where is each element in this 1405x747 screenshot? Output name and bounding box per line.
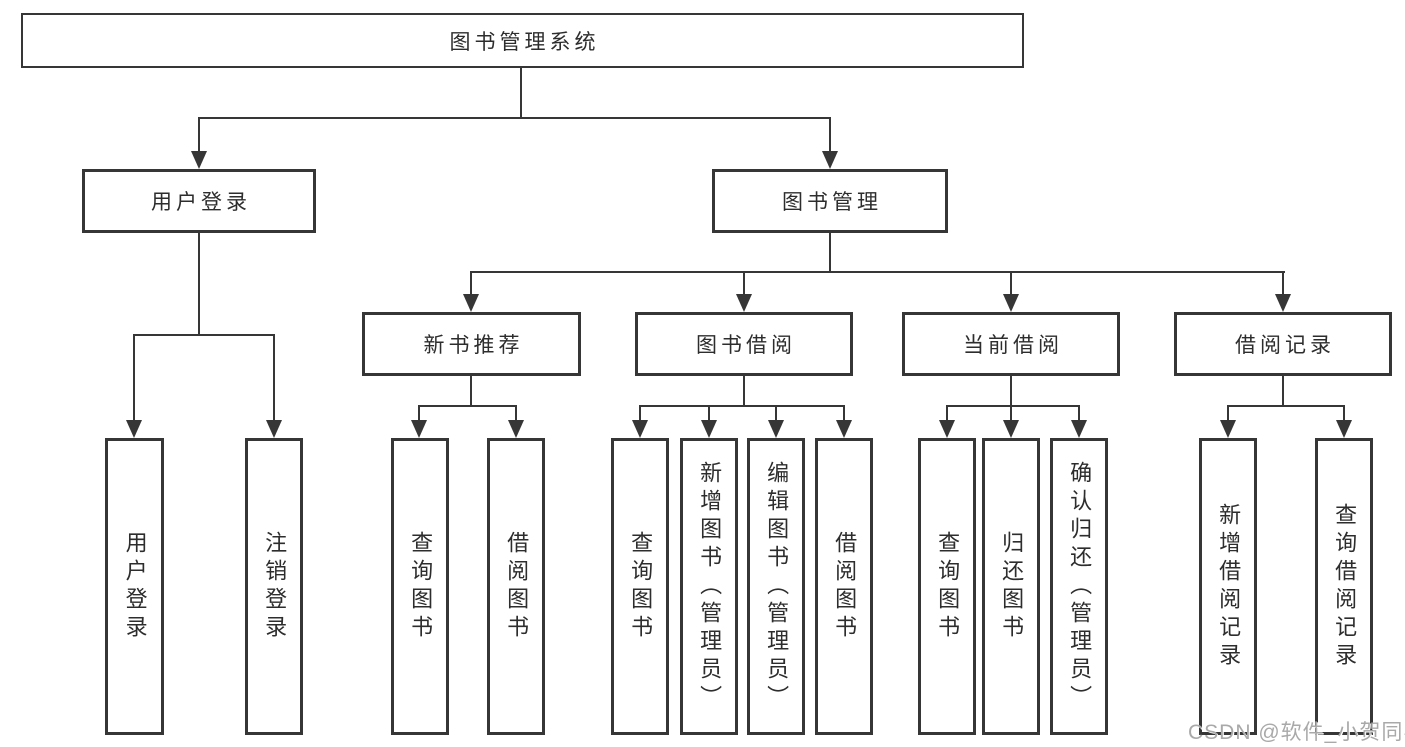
node-label: 新书推荐 bbox=[423, 334, 524, 357]
arrow-down-icon bbox=[736, 294, 752, 312]
connector-line bbox=[1227, 405, 1345, 407]
node-label: 新增图书（管理员） bbox=[697, 460, 723, 713]
node-library-system: 图书管理系统 bbox=[21, 13, 1024, 68]
connector-line bbox=[418, 405, 420, 420]
leaf-logout: 注销登录 bbox=[245, 438, 303, 735]
leaf-edit-books-admin: 编辑图书（管理员） bbox=[747, 438, 805, 735]
node-label: 图书管理系统 bbox=[449, 30, 600, 54]
node-label: 用户登录 bbox=[122, 530, 148, 643]
node-label: 新增借阅记录 bbox=[1216, 502, 1242, 671]
node-label: 借阅图书 bbox=[504, 530, 530, 643]
node-user-login: 用户登录 bbox=[82, 169, 316, 233]
leaf-query-borrow-record: 查询借阅记录 bbox=[1315, 438, 1373, 735]
arrow-down-icon bbox=[822, 151, 838, 169]
connector-line bbox=[639, 405, 641, 420]
connector-line bbox=[133, 334, 275, 336]
node-label: 查询图书 bbox=[935, 530, 961, 643]
node-label: 归还图书 bbox=[999, 530, 1025, 643]
node-label: 图书借阅 bbox=[696, 334, 796, 357]
connector-line bbox=[515, 405, 517, 420]
connector-line bbox=[1282, 375, 1284, 407]
node-label: 查询借阅记录 bbox=[1332, 502, 1358, 671]
csdn-watermark: CSDN @软件_小贺同学 bbox=[1188, 721, 1405, 744]
arrow-down-icon bbox=[836, 420, 852, 438]
connector-line bbox=[1010, 271, 1012, 295]
connector-line bbox=[775, 405, 777, 420]
arrow-down-icon bbox=[1220, 420, 1236, 438]
connector-line bbox=[829, 117, 831, 153]
arrow-down-icon bbox=[1071, 420, 1087, 438]
connector-line bbox=[946, 405, 948, 420]
node-label: 借阅图书 bbox=[832, 530, 858, 643]
connector-line bbox=[1282, 271, 1284, 295]
connector-line bbox=[470, 271, 1285, 273]
connector-line bbox=[1010, 405, 1012, 420]
connector-line bbox=[470, 271, 472, 295]
node-label: 查询图书 bbox=[628, 530, 654, 643]
arrow-down-icon bbox=[508, 420, 524, 438]
node-label: 注销登录 bbox=[262, 530, 288, 643]
arrow-down-icon bbox=[939, 420, 955, 438]
arrow-down-icon bbox=[1003, 294, 1019, 312]
arrow-down-icon bbox=[1275, 294, 1291, 312]
connector-line bbox=[1078, 405, 1080, 420]
leaf-query-books-recommend: 查询图书 bbox=[391, 438, 449, 735]
leaf-query-books-current: 查询图书 bbox=[918, 438, 976, 735]
node-label: 当前借阅 bbox=[963, 334, 1063, 357]
arrow-down-icon bbox=[701, 420, 717, 438]
node-label: 借阅记录 bbox=[1235, 334, 1335, 357]
arrow-down-icon bbox=[266, 420, 282, 438]
connector-line bbox=[418, 405, 517, 407]
leaf-borrow-books-recommend: 借阅图书 bbox=[487, 438, 545, 735]
leaf-add-borrow-record: 新增借阅记录 bbox=[1199, 438, 1257, 735]
connector-line bbox=[946, 405, 1080, 407]
connector-line bbox=[1227, 405, 1229, 420]
connector-line bbox=[198, 117, 831, 119]
node-current-borrow: 当前借阅 bbox=[902, 312, 1120, 376]
connector-line bbox=[639, 405, 845, 407]
leaf-query-books-borrow: 查询图书 bbox=[611, 438, 669, 735]
arrow-down-icon bbox=[463, 294, 479, 312]
connector-line bbox=[743, 375, 745, 407]
connector-line bbox=[843, 405, 845, 420]
node-book-borrow: 图书借阅 bbox=[635, 312, 853, 376]
node-label: 图书管理 bbox=[782, 191, 882, 214]
arrow-down-icon bbox=[126, 420, 142, 438]
leaf-borrow-books-borrow: 借阅图书 bbox=[815, 438, 873, 735]
leaf-return-books: 归还图书 bbox=[982, 438, 1040, 735]
leaf-user-login: 用户登录 bbox=[105, 438, 164, 735]
node-label: 编辑图书（管理员） bbox=[764, 460, 790, 713]
connector-line bbox=[1343, 405, 1345, 420]
arrow-down-icon bbox=[1336, 420, 1352, 438]
connector-line bbox=[520, 66, 522, 119]
connector-line bbox=[133, 334, 135, 420]
connector-line bbox=[273, 334, 275, 420]
arrow-down-icon bbox=[1003, 420, 1019, 438]
node-book-management: 图书管理 bbox=[712, 169, 948, 233]
node-new-book-recommend: 新书推荐 bbox=[362, 312, 581, 376]
node-borrow-records: 借阅记录 bbox=[1174, 312, 1392, 376]
connector-line bbox=[470, 375, 472, 407]
connector-line bbox=[198, 117, 200, 153]
node-label: 查询图书 bbox=[408, 530, 434, 643]
arrow-down-icon bbox=[632, 420, 648, 438]
arrow-down-icon bbox=[411, 420, 427, 438]
leaf-confirm-return-admin: 确认归还（管理员） bbox=[1050, 438, 1108, 735]
node-label: 确认归还（管理员） bbox=[1067, 460, 1093, 713]
connector-line bbox=[708, 405, 710, 420]
leaf-add-books-admin: 新增图书（管理员） bbox=[680, 438, 738, 735]
node-label: 用户登录 bbox=[151, 191, 251, 214]
connector-line bbox=[198, 232, 200, 336]
connector-line bbox=[829, 232, 831, 273]
arrow-down-icon bbox=[191, 151, 207, 169]
connector-line bbox=[1010, 375, 1012, 407]
connector-line bbox=[743, 271, 745, 295]
arrow-down-icon bbox=[768, 420, 784, 438]
